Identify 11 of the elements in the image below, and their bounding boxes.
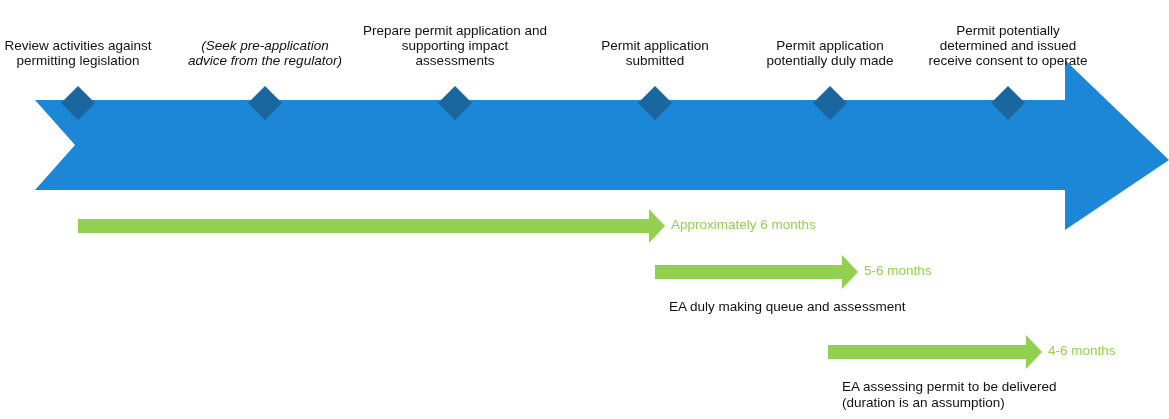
- milestone-label: Permit potentially determined and issued receive consent to operate: [928, 22, 1088, 68]
- duration-label: 4-6 months: [1048, 343, 1116, 360]
- milestone-label: Permit application potentially duly made: [765, 37, 895, 68]
- duration-label: 5-6 months: [864, 263, 932, 280]
- milestone-label: Permit application submitted: [600, 37, 710, 68]
- milestone-label: Prepare permit application and supporting impact assessments: [362, 22, 548, 68]
- duration-label: Approximately 6 months: [671, 217, 816, 234]
- milestone-label: Review activities against permitting legislation: [3, 37, 153, 68]
- phase-description: EA assessing permit to be delivered (duration is an assumption): [842, 379, 1058, 412]
- phase-description: EA duly making queue and assessment: [669, 299, 907, 316]
- milestone-label: (Seek pre-application advice from the regulator): [187, 37, 343, 68]
